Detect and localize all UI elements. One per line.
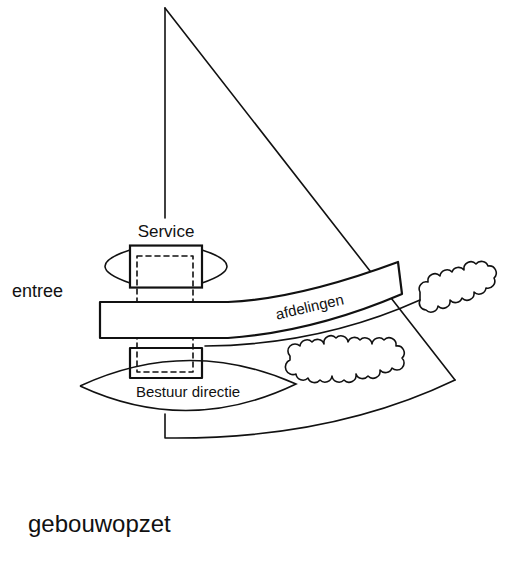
entrance-label: entree xyxy=(12,281,63,302)
node-text: Service xyxy=(138,222,195,242)
caption: gebouwopzet xyxy=(28,510,171,538)
service-box: Service xyxy=(120,222,212,288)
node-text: Bestuur directie xyxy=(136,383,240,400)
service-outline xyxy=(130,246,202,288)
wing-outline xyxy=(202,250,227,283)
node-outline xyxy=(98,262,404,342)
band-outline xyxy=(100,262,402,338)
core-box xyxy=(130,348,202,378)
lens-outline xyxy=(80,360,296,410)
fan-edge xyxy=(164,8,166,218)
board-lens: Bestuur directie xyxy=(78,350,298,422)
department-band: afdelingen xyxy=(98,262,404,342)
green-cloud xyxy=(285,336,404,383)
wing-outline xyxy=(105,250,130,283)
green-cloud xyxy=(419,261,496,312)
